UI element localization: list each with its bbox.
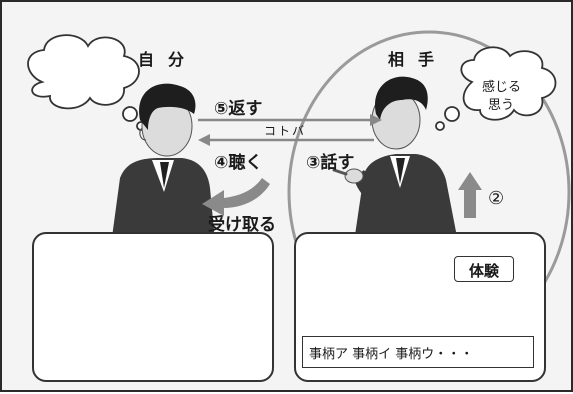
speak-label: ③話す [306,153,355,173]
word-label: コトバ [264,124,307,138]
self-person-illustration [110,83,216,252]
think-text: 思う [488,98,515,113]
partner-person-illustration [332,76,458,242]
step2-marker: ② [488,188,505,209]
feel-text: 感じる [482,80,522,95]
matters-bar: 事柄ア 事柄イ 事柄ウ・・・ [302,336,534,368]
word-arrow [198,134,374,146]
step2-arrow [458,172,482,218]
listen-label: ④聴く [214,153,263,173]
self-box [32,232,274,382]
partner-thought-cloud [435,46,557,131]
return-arrow [198,114,382,126]
partner-title: 相手 [388,50,449,69]
receive-curved-arrow [202,178,270,216]
receive-label: 受け取る [208,215,276,235]
return-label: ⑤返す [214,99,263,119]
self-title: 自分 [138,50,199,69]
experience-box: 体験 [454,256,514,282]
self-thought-cloud [27,34,146,131]
